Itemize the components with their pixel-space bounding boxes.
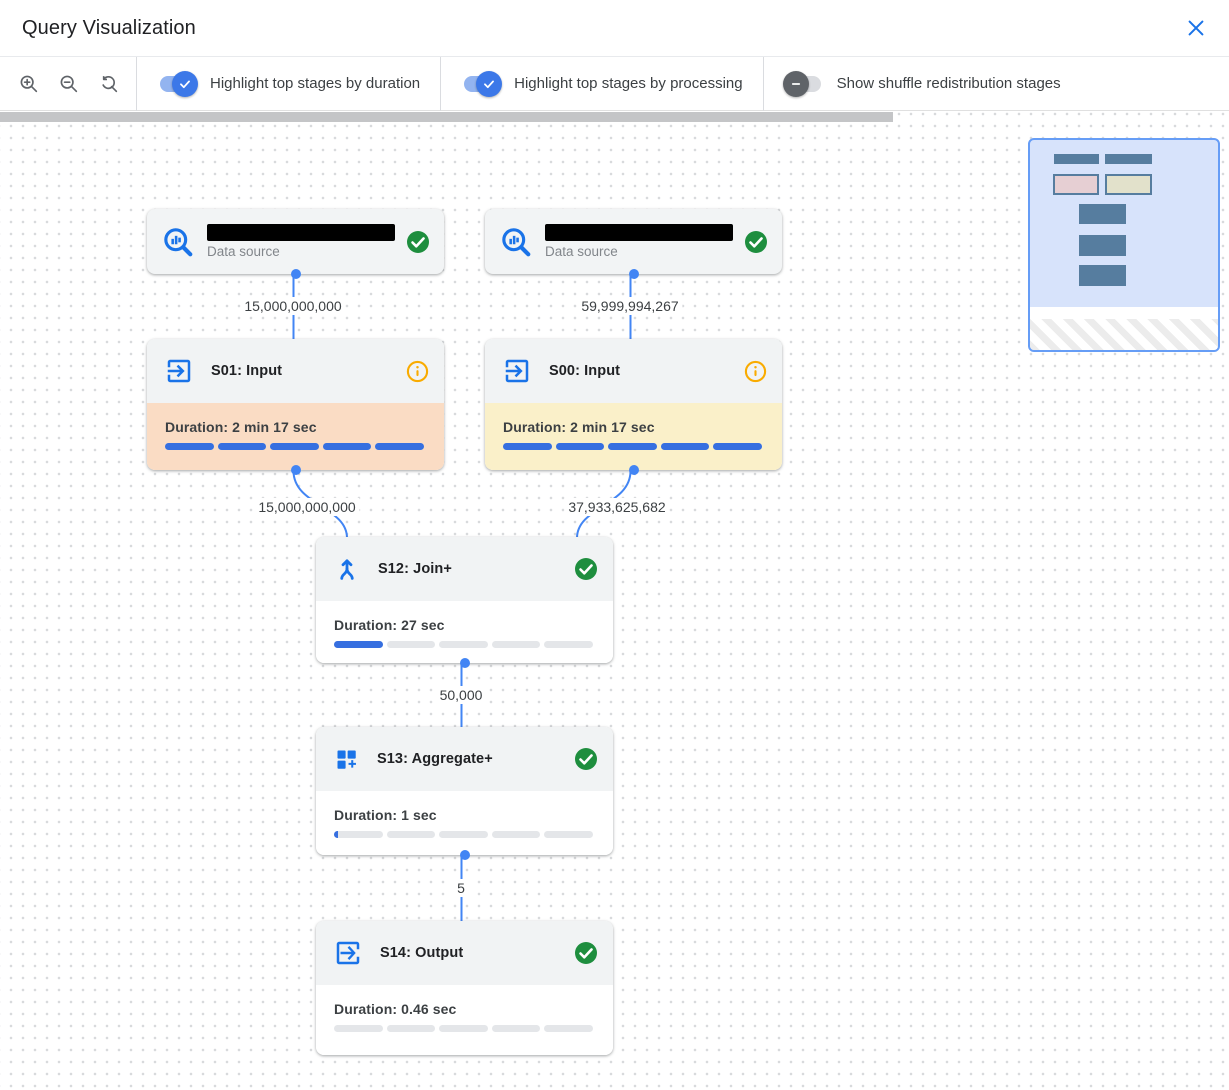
- input-icon: [502, 356, 532, 386]
- bigquery-search-icon: [498, 224, 534, 260]
- toggle-label-duration: Highlight top stages by duration: [210, 75, 421, 92]
- stage-duration: Duration: 2 min 17 sec: [165, 419, 317, 435]
- stage-progress-bar: [334, 831, 593, 838]
- minimap-node: [1079, 235, 1126, 256]
- stage-duration: Duration: 0.46 sec: [334, 1001, 457, 1017]
- zoom-out-icon[interactable]: [56, 71, 82, 97]
- stage-progress-bar: [165, 443, 424, 450]
- output-icon: [333, 938, 363, 968]
- node-s13-aggregate[interactable]: S13: Aggregate+ Duration: 1 sec: [316, 727, 613, 860]
- minimap-empty-band: [1030, 307, 1218, 319]
- node-s01-input[interactable]: S01: Input Duration: 2 min 17 sec: [147, 339, 444, 475]
- datasource-label: Data source: [545, 244, 618, 259]
- edge-row-count: 15,000,000,000: [240, 297, 346, 315]
- stage-progress-bar: [503, 443, 762, 450]
- stage-title: S13: Aggregate+: [377, 751, 493, 767]
- toggle-highlight-processing[interactable]: [461, 70, 503, 97]
- edge-row-count: 5: [453, 879, 469, 897]
- minimap-node-highlight-duration: [1053, 174, 1099, 195]
- output-port: [290, 269, 301, 279]
- output-port: [628, 465, 639, 475]
- aggregate-icon: [333, 746, 360, 773]
- minimap[interactable]: [1028, 138, 1220, 352]
- zoom-reset-icon[interactable]: [96, 71, 122, 97]
- join-icon: [333, 555, 361, 583]
- output-port: [628, 269, 639, 279]
- input-icon: [164, 356, 194, 386]
- edge-row-count: 59,999,994,267: [577, 297, 683, 315]
- minimap-node-highlight-processing: [1105, 174, 1152, 195]
- success-check-icon: [406, 230, 430, 254]
- graph-canvas[interactable]: 15,000,000,000 59,999,994,267 15,000,000…: [0, 111, 1229, 1090]
- info-icon[interactable]: [744, 360, 767, 383]
- datasource-label: Data source: [207, 244, 280, 259]
- toggle-label-processing: Highlight top stages by processing: [514, 75, 743, 92]
- minimap-out-of-bounds: [1030, 319, 1218, 350]
- minimap-node: [1105, 154, 1152, 164]
- node-datasource-right[interactable]: Data source: [485, 209, 782, 279]
- minimap-node: [1079, 265, 1126, 286]
- minimap-node: [1079, 204, 1126, 224]
- minimap-node: [1054, 154, 1099, 164]
- stage-title: S14: Output: [380, 945, 464, 961]
- stage-duration: Duration: 2 min 17 sec: [503, 419, 655, 435]
- success-check-icon: [574, 941, 598, 965]
- stage-progress-bar: [334, 641, 593, 648]
- check-icon: [172, 70, 198, 97]
- redacted-table-name: [207, 224, 395, 241]
- dialog-header: Query Visualization: [0, 0, 1229, 57]
- node-s14-output[interactable]: S14: Output Duration: 0.46 sec: [316, 921, 613, 1055]
- toolbar: Highlight top stages by duration Highlig…: [0, 56, 1229, 111]
- close-icon[interactable]: [1183, 15, 1209, 41]
- toolbar-divider: [762, 56, 764, 111]
- stage-title: S00: Input: [549, 363, 621, 379]
- output-port: [459, 850, 470, 860]
- stage-duration: Duration: 1 sec: [334, 807, 437, 823]
- stage-progress-bar: [334, 1025, 593, 1032]
- success-check-icon: [574, 557, 598, 581]
- stage-duration: Duration: 27 sec: [334, 617, 445, 633]
- success-check-icon: [574, 747, 598, 771]
- output-port: [459, 658, 470, 668]
- edge-row-count: 37,933,625,682: [564, 498, 670, 516]
- success-check-icon: [744, 230, 768, 254]
- output-port: [290, 465, 301, 475]
- redacted-table-name: [545, 224, 733, 241]
- check-icon: [476, 70, 503, 97]
- page-title: Query Visualization: [22, 16, 196, 39]
- node-s00-input[interactable]: S00: Input Duration: 2 min 17 sec: [485, 339, 782, 475]
- bigquery-search-icon: [160, 224, 196, 260]
- toggle-highlight-duration[interactable]: [157, 70, 198, 97]
- edge-row-count: 50,000: [435, 686, 487, 704]
- toolbar-divider: [440, 56, 442, 111]
- node-s12-join[interactable]: S12: Join+ Duration: 27 sec: [316, 537, 613, 668]
- info-icon[interactable]: [406, 360, 429, 383]
- node-datasource-left[interactable]: Data source: [147, 209, 444, 279]
- stage-title: S01: Input: [211, 363, 283, 379]
- toggle-show-shuffle[interactable]: [782, 70, 824, 97]
- zoom-in-icon[interactable]: [16, 71, 42, 97]
- toolbar-divider: [136, 56, 137, 111]
- stage-title: S12: Join+: [378, 561, 452, 577]
- toggle-label-shuffle: Show shuffle redistribution stages: [836, 75, 1061, 92]
- horizontal-scrollbar[interactable]: [0, 112, 893, 122]
- minus-icon: [782, 70, 809, 97]
- edge-row-count: 15,000,000,000: [254, 498, 360, 516]
